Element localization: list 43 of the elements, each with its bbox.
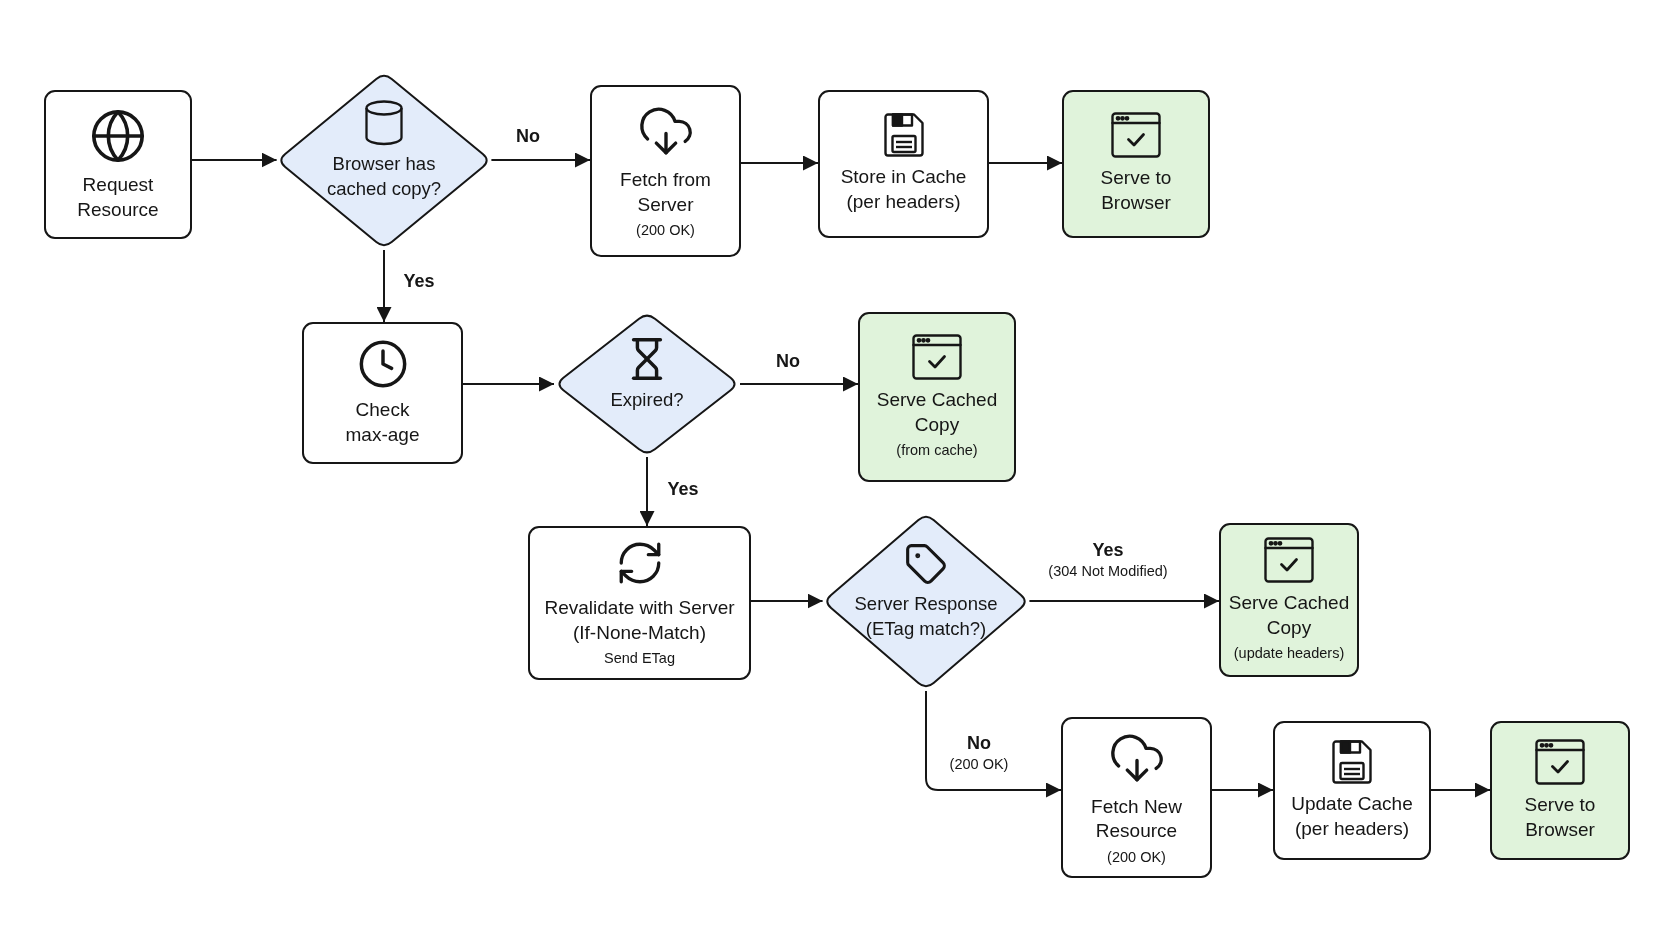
arrow	[376, 249, 392, 323]
arrow	[925, 690, 1062, 798]
node-label: Store in Cache (per headers)	[839, 165, 968, 214]
process-box	[590, 85, 741, 257]
node-label: Serve to Browser	[1099, 166, 1173, 215]
node-note: Send ETag	[604, 650, 675, 668]
node-label: Update Cache (per headers)	[1290, 791, 1414, 841]
arrow	[490, 152, 591, 168]
node-label: Fetch from Server	[619, 168, 712, 217]
arrow	[1028, 593, 1220, 609]
arrow	[462, 376, 555, 392]
arrow	[191, 152, 278, 168]
arrow	[1430, 782, 1491, 798]
outcome-box	[858, 312, 1016, 482]
arrow	[988, 155, 1063, 171]
node-label: Request Resource	[76, 172, 160, 222]
node-label: Serve to Browser	[1523, 792, 1597, 842]
node-note: (200 OK)	[636, 222, 695, 240]
decision-label: Server Response (ETag match?)	[853, 592, 999, 641]
process-box	[1273, 721, 1431, 860]
arrow	[639, 456, 655, 527]
arrow	[1211, 782, 1274, 798]
arrow	[739, 376, 859, 392]
outcome-box	[1062, 90, 1210, 238]
node-note: (from cache)	[896, 442, 978, 460]
decision-label: Browser has cached copy?	[325, 152, 443, 201]
node-label: Fetch New Resource	[1090, 794, 1183, 844]
node-label: Check max-age	[344, 398, 421, 447]
arrow	[740, 155, 819, 171]
outcome-box	[1490, 721, 1630, 860]
process-box	[818, 90, 989, 238]
process-box	[528, 526, 751, 680]
node-note: (update headers)	[1233, 645, 1345, 663]
node-label: Serve Cached Copy	[875, 388, 999, 437]
node-note: (200 OK)	[1107, 849, 1166, 867]
process-box	[1061, 717, 1212, 878]
decision-label: Expired?	[610, 387, 684, 412]
process-box	[44, 90, 192, 239]
process-box	[302, 322, 463, 464]
node-label: Serve Cached Copy	[1227, 591, 1351, 640]
node-label: Revalidate with Server (If-None-Match)	[543, 596, 736, 645]
outcome-box	[1219, 523, 1359, 677]
arrow	[750, 593, 824, 609]
